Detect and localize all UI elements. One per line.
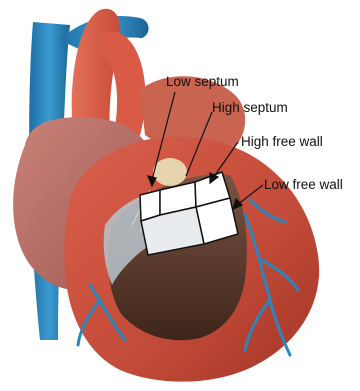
label-low-septum: Low septum [166,74,239,89]
valve-tissue [153,158,187,186]
label-low-free-wall: Low free wall [264,177,343,192]
label-high-free-wall: High free wall [241,134,323,149]
label-high-septum: High septum [212,100,288,115]
